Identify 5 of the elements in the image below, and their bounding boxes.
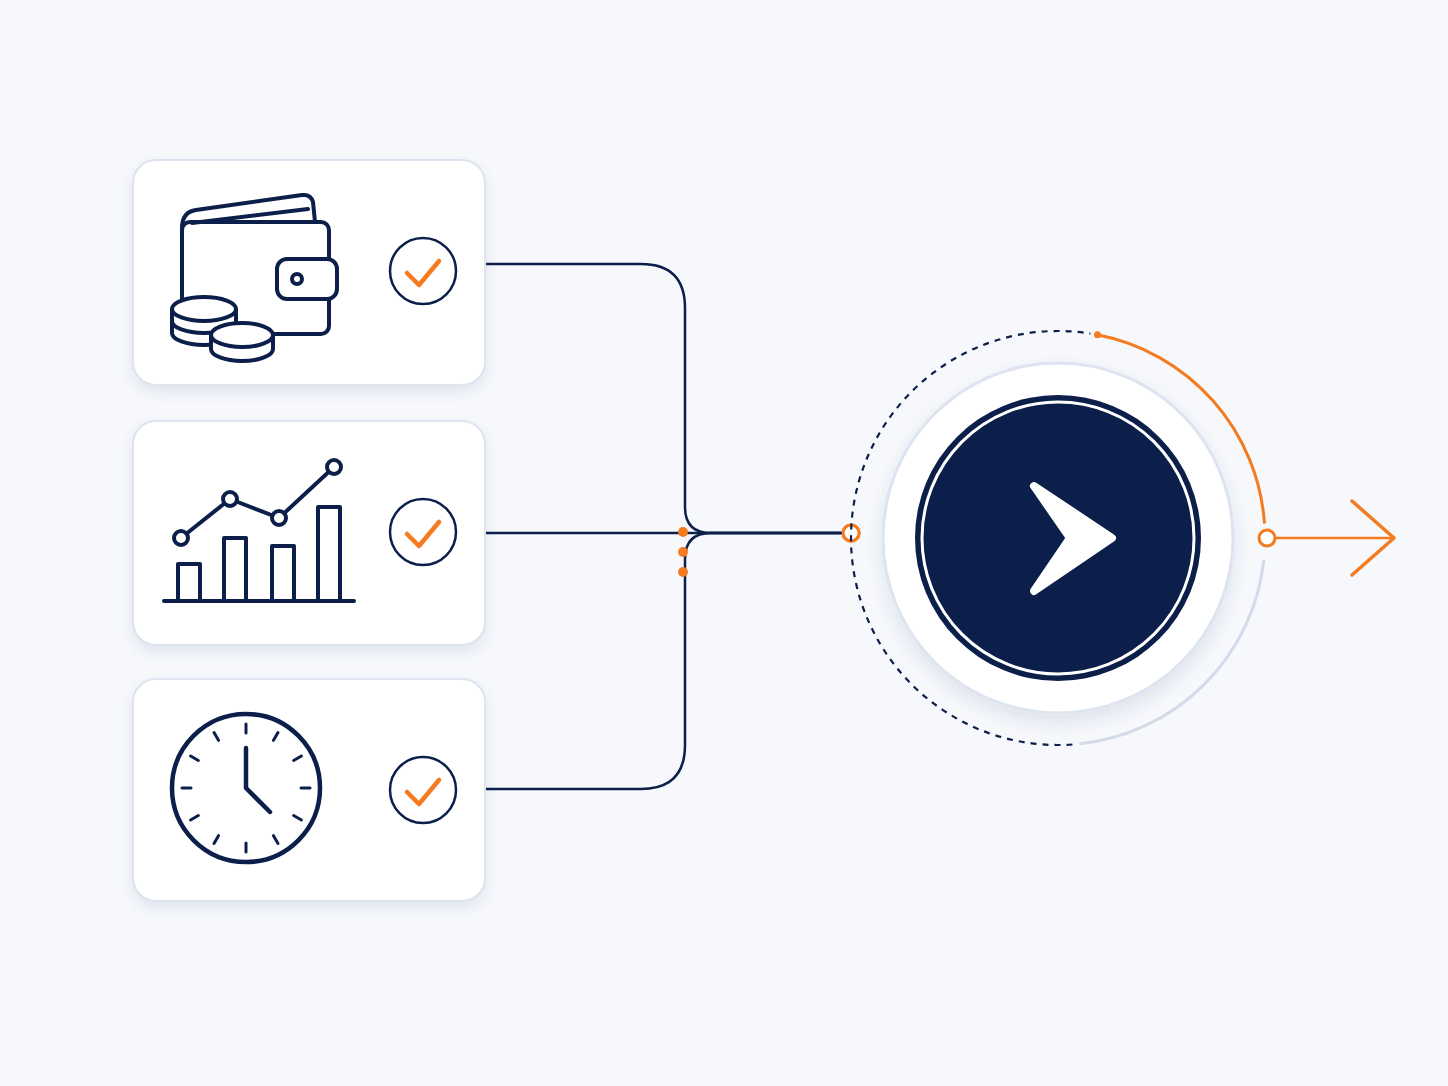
arrow — [1257, 499, 1396, 577]
card — [132, 159, 486, 386]
card — [132, 678, 486, 902]
connector-line — [484, 523, 861, 791]
card — [132, 420, 486, 646]
